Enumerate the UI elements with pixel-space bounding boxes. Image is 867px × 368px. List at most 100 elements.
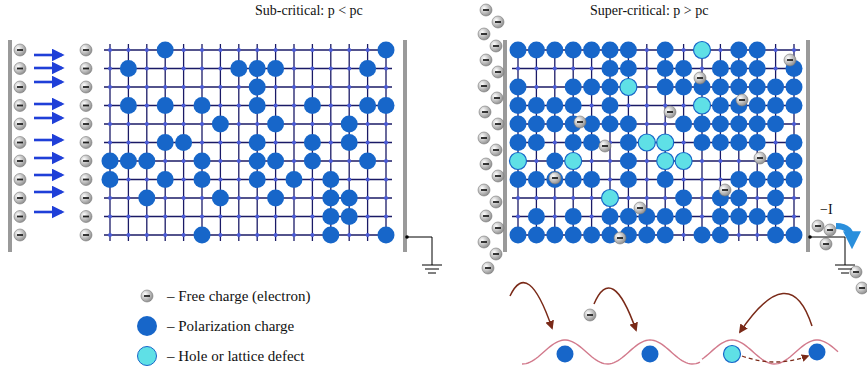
- polarization-charge: [767, 208, 784, 225]
- panel-title: Super-critical: p > pc: [590, 3, 708, 19]
- free-electron: [14, 81, 26, 93]
- free-electron: [14, 229, 26, 241]
- polarization-charge: [249, 97, 266, 114]
- polarization-charge: [657, 60, 674, 77]
- polarization-charge: [565, 97, 582, 114]
- polarization-charge: [786, 153, 803, 170]
- legend-text: – Hole or lattice defect: [167, 348, 304, 365]
- polarization-charge: [749, 134, 766, 151]
- polarization-charge: [730, 42, 747, 59]
- polarization-charge: [657, 208, 674, 225]
- hole-defect: [675, 153, 692, 170]
- legend-electron-icon: [137, 286, 157, 306]
- polarization-charge: [712, 208, 729, 225]
- legend-row: – Free charge (electron): [137, 281, 310, 311]
- free-electron: [492, 66, 504, 78]
- legend-text: – Free charge (electron): [167, 288, 310, 305]
- polarization-charge: [565, 42, 582, 59]
- polarization-charge: [675, 208, 692, 225]
- electron-cloud: [14, 44, 92, 241]
- legend: – Free charge (electron) – Polarization c…: [137, 281, 310, 368]
- free-electron: [812, 220, 824, 232]
- free-electron: [736, 94, 748, 106]
- polarization-charge: [304, 153, 321, 170]
- polarization-charge: [359, 153, 376, 170]
- polarization-charge: [510, 79, 527, 96]
- electrode-plate: [806, 40, 810, 252]
- lattice-grid: [102, 42, 395, 244]
- polarization-charge: [694, 134, 711, 151]
- free-electron: [14, 211, 26, 223]
- free-electron: [480, 4, 492, 16]
- free-electron: [784, 54, 796, 66]
- polarization-charge: [657, 42, 674, 59]
- free-electron: [80, 100, 92, 112]
- polarization-charge: [249, 134, 266, 151]
- ground-symbol: [835, 245, 855, 273]
- polarization-charge: [157, 97, 174, 114]
- polarization-charge: [565, 134, 582, 151]
- free-electron: [584, 309, 596, 321]
- legend-text: – Polarization charge: [167, 318, 294, 335]
- polarization-charge: [694, 116, 711, 133]
- polarization-charge: [304, 134, 321, 151]
- polarization-charge: [138, 190, 155, 207]
- polarization-charge: [749, 79, 766, 96]
- polarization-charge: [767, 190, 784, 207]
- polarization-charge: [557, 346, 574, 363]
- polarization-charge: [620, 153, 637, 170]
- polarization-charge: [565, 79, 582, 96]
- hole-defect: [694, 42, 711, 59]
- free-electron: [478, 236, 490, 248]
- polarization-charge: [528, 116, 545, 133]
- free-electron: [599, 140, 611, 152]
- free-electron: [480, 54, 492, 66]
- polarization-charge: [359, 60, 376, 77]
- wire-node: [808, 235, 812, 239]
- polarization-charge: [730, 208, 747, 225]
- polarization-charge: [194, 171, 211, 188]
- polarization-charge: [620, 60, 637, 77]
- polarization-charge: [583, 134, 600, 151]
- ground-symbol: [422, 245, 442, 273]
- polarization-charge: [249, 79, 266, 96]
- hole-defect: [565, 153, 582, 170]
- polarization-charge: [786, 171, 803, 188]
- free-electron: [492, 118, 504, 130]
- polarization-charge: [175, 134, 192, 151]
- polarization-charge: [602, 79, 619, 96]
- polarization-charge: [546, 97, 563, 114]
- polarization-charge: [786, 227, 803, 244]
- polarization-charge: [322, 190, 339, 207]
- polarization-charge: [322, 227, 339, 244]
- polarization-charge: [194, 97, 211, 114]
- polarization-charge: [546, 171, 563, 188]
- polarization-charge: [786, 79, 803, 96]
- polarization-charge: [341, 134, 358, 151]
- polarization-charge: [749, 60, 766, 77]
- polarization-charge: [157, 134, 174, 151]
- polarization-charge: [102, 153, 119, 170]
- legend-swatch: [137, 346, 157, 366]
- free-electron: [478, 80, 490, 92]
- polarization-charge: [267, 190, 284, 207]
- polarization-charge: [249, 171, 266, 188]
- polarization-charge: [749, 42, 766, 59]
- polarization-charge: [675, 60, 692, 77]
- free-electron: [719, 184, 731, 196]
- polarization-charge: [767, 116, 784, 133]
- hole-defect: [602, 190, 619, 207]
- polarization-charge: [102, 171, 119, 188]
- polarization-charge: [620, 116, 637, 133]
- electrode-plate: [8, 40, 12, 252]
- drift-arrows: [34, 55, 62, 212]
- current-arrow: [836, 226, 852, 242]
- polarization-charge: [675, 79, 692, 96]
- polarization-charge: [230, 60, 247, 77]
- polarization-charge: [286, 171, 303, 188]
- polarization-charge: [657, 171, 674, 188]
- polarization-charge: [267, 153, 284, 170]
- polarization-charge: [620, 171, 637, 188]
- polarization-charge: [809, 344, 826, 361]
- polarization-charge: [341, 208, 358, 225]
